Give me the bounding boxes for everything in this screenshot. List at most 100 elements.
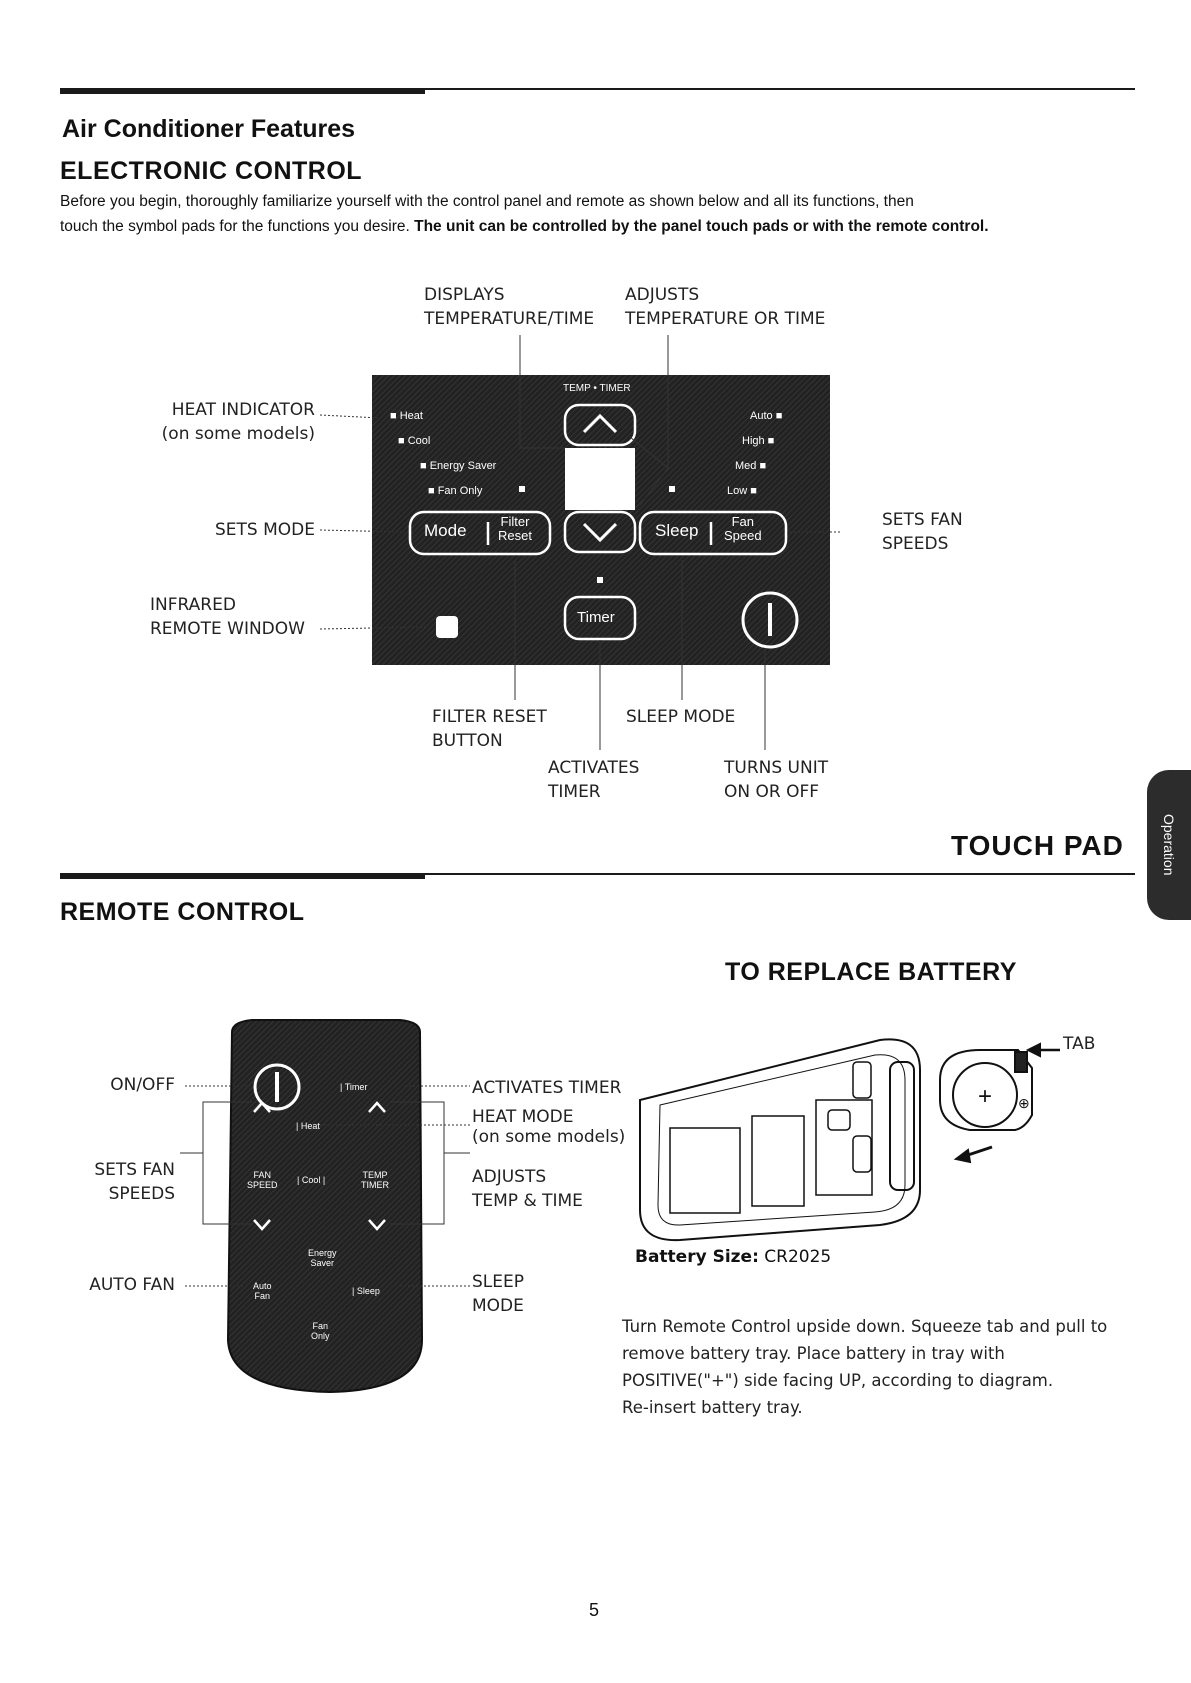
- panel-mode-fan-only: ■ Fan Only: [428, 485, 483, 497]
- infrared-window: [436, 616, 458, 638]
- remote-temp-up-button[interactable]: [368, 1101, 386, 1113]
- label-infrared: INFRARED REMOTE WINDOW: [150, 595, 305, 639]
- panel-mode-energy-saver: ■ Energy Saver: [420, 460, 497, 472]
- touchpad-title: TOUCH PAD: [951, 830, 1124, 861]
- intro-bold: The unit can be controlled by the panel …: [414, 218, 989, 235]
- label-sets-mode: SETS MODE: [215, 520, 315, 540]
- remote-cool-key[interactable]: | Cool |: [297, 1175, 326, 1185]
- leader-lines: [319, 335, 840, 750]
- battery-size: Battery Size: CR2025: [635, 1247, 831, 1267]
- section-title: Air Conditioner Features: [62, 115, 356, 143]
- label-heat-indicator: HEAT INDICATOR (on some models): [161, 400, 315, 444]
- battery-coin: [952, 1062, 1018, 1128]
- temp-up-button[interactable]: [563, 403, 637, 447]
- polarity-mark: [827, 1109, 851, 1131]
- remote-power-button[interactable]: [253, 1063, 301, 1111]
- side-tab-operation: Operation: [1147, 770, 1191, 920]
- mode-filter-button[interactable]: [408, 510, 552, 556]
- label-displays: DISPLAYS TEMPERATURE/TIME: [424, 285, 595, 329]
- arrow-head: [953, 1148, 972, 1164]
- intro-text: Before you begin, thoroughly familiarize…: [60, 189, 1140, 239]
- remote-heat-key[interactable]: | Heat: [296, 1121, 320, 1131]
- sleep-fan-button[interactable]: [638, 510, 788, 556]
- indicator-dot: [597, 577, 603, 583]
- panel-fan-low: Low ■: [727, 485, 757, 497]
- panel-timer-label: Timer: [577, 609, 615, 626]
- remote-diagram: [180, 1019, 470, 1394]
- top-rule-thin: [60, 88, 1135, 90]
- battery-size-value: CR2025: [764, 1247, 832, 1267]
- label-sets-fan: SETS FAN SPEEDS: [882, 510, 963, 554]
- label-turns-unit: TURNS UNIT ON OR OFF: [724, 758, 829, 802]
- middle-rule-thin: [60, 873, 1135, 875]
- panel-fan-med: Med ■: [735, 460, 767, 472]
- battery-size-label: Battery Size:: [635, 1247, 759, 1267]
- tray-slot: [889, 1061, 915, 1191]
- chevron-down-icon: [582, 522, 618, 543]
- panel-fan-high: High ■: [742, 435, 775, 447]
- subsection-title: ELECTRONIC CONTROL: [60, 157, 363, 185]
- panel-mode-label: Mode: [424, 521, 467, 540]
- back-window: [669, 1127, 741, 1214]
- arrow-head: [1025, 1042, 1041, 1058]
- remote-back-inner: [657, 1054, 906, 1226]
- indicator-dot: [669, 486, 675, 492]
- polarity-mark: [852, 1061, 872, 1099]
- remote-fan-up-button[interactable]: [253, 1101, 271, 1113]
- remote-sleep-key[interactable]: | Sleep: [352, 1286, 380, 1296]
- temp-down-button[interactable]: [563, 510, 637, 554]
- panel-mode-cool: ■ Cool: [398, 435, 431, 447]
- battery-diagram: + ⊕: [639, 1038, 1060, 1242]
- side-tab-label: Operation: [1161, 814, 1177, 876]
- remote-body: [226, 1019, 424, 1394]
- panel-sleep-label: Sleep: [655, 521, 699, 540]
- remote-back: [639, 1038, 921, 1242]
- tray-tab: [1014, 1051, 1028, 1073]
- remote-fan-down-button[interactable]: [253, 1219, 271, 1231]
- panel-temp-timer: TEMP • TIMER: [563, 383, 631, 394]
- remote-label-auto-fan: AUTO FAN: [89, 1275, 175, 1295]
- indicator-dot: [519, 486, 525, 492]
- timer-button[interactable]: [563, 595, 637, 641]
- label-sleep-mode: SLEEP MODE: [626, 707, 736, 727]
- plus-icon: +: [978, 1083, 992, 1110]
- label-activates-timer: ACTIVATES TIMER: [548, 758, 640, 802]
- back-window: [815, 1099, 873, 1196]
- middle-rule-thick: [60, 873, 425, 879]
- intro-line-1: Before you begin, thoroughly familiarize…: [60, 193, 914, 210]
- remote-title: REMOTE CONTROL: [60, 898, 305, 926]
- page-number: 5: [589, 1600, 600, 1620]
- remote-leader-lines: [180, 1085, 470, 1287]
- remote-label-activates-timer: ACTIVATES TIMER: [472, 1078, 622, 1098]
- battery-instructions: Turn Remote Control upside down. Squeeze…: [622, 1317, 1108, 1417]
- battery-title: TO REPLACE BATTERY: [725, 958, 1017, 986]
- remote-timer-key[interactable]: | Timer: [340, 1082, 368, 1092]
- power-button[interactable]: [741, 591, 799, 649]
- touchpad-diagram: [319, 335, 840, 750]
- label-filter-reset: FILTER RESET BUTTON: [432, 707, 547, 751]
- panel-fan-auto: Auto ■: [750, 410, 783, 422]
- panel-mode-heat: ■ Heat: [390, 410, 423, 422]
- chevron-up-icon: [582, 413, 618, 434]
- battery-tab-label: TAB: [1063, 1034, 1096, 1054]
- temp-time-display: [565, 448, 635, 510]
- polarity-mark: [852, 1135, 872, 1173]
- remote-label-heat-mode: HEAT MODE(on some models): [472, 1107, 626, 1147]
- intro-line-2: touch the symbol pads for the functions …: [60, 214, 1140, 239]
- intro-plain: touch the symbol pads for the functions …: [60, 218, 410, 235]
- remote-label-on-off: ON/OFF: [110, 1075, 175, 1095]
- top-rule-thick: [60, 88, 425, 94]
- plus-circle-icon: ⊕: [1018, 1095, 1030, 1111]
- remote-temp-down-button[interactable]: [368, 1219, 386, 1231]
- label-adjusts: ADJUSTS TEMPERATURE OR TIME: [625, 285, 826, 329]
